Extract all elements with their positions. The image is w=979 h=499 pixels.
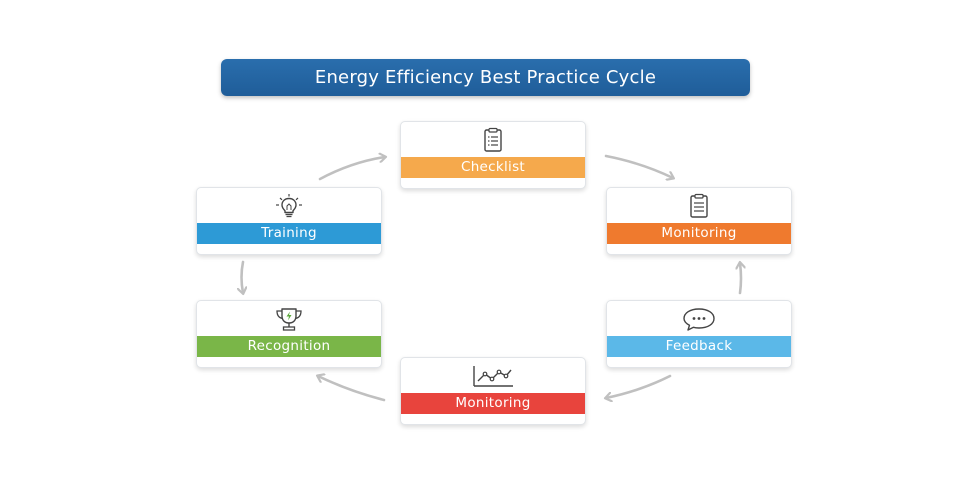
trophy-icon	[197, 305, 381, 333]
step-card-training: Training	[196, 187, 382, 255]
step-label-checklist: Checklist	[401, 157, 585, 178]
clipboard-icon	[607, 192, 791, 220]
step-label-monitoring-top: Monitoring	[607, 223, 791, 244]
arrow-feedback-to-monitoring	[740, 263, 741, 295]
arrow-recognition-to-training	[242, 260, 244, 293]
step-card-recognition: Recognition	[196, 300, 382, 368]
step-card-checklist: Checklist	[400, 121, 586, 189]
step-card-monitoring-bottom: Monitoring	[400, 357, 586, 425]
speech-bubble-icon	[607, 305, 791, 333]
step-label-recognition: Recognition	[197, 336, 381, 357]
clipboard-icon	[401, 126, 585, 154]
step-card-feedback: Feedback	[606, 300, 792, 368]
arrow-feedback-to-monitoring-bottom	[606, 374, 672, 398]
step-label-monitoring-bottom: Monitoring	[401, 393, 585, 414]
diagram-title: Energy Efficiency Best Practice Cycle	[221, 59, 750, 96]
lightbulb-icon	[197, 192, 381, 220]
step-label-training: Training	[197, 223, 381, 244]
arrow-training-to-checklist	[318, 157, 385, 181]
step-card-monitoring-top: Monitoring	[606, 187, 792, 255]
line-chart-icon	[401, 362, 585, 390]
arrow-checklist-to-monitoring	[604, 154, 673, 178]
step-label-feedback: Feedback	[607, 336, 791, 357]
arrow-monitoring-to-recognition	[318, 376, 386, 402]
